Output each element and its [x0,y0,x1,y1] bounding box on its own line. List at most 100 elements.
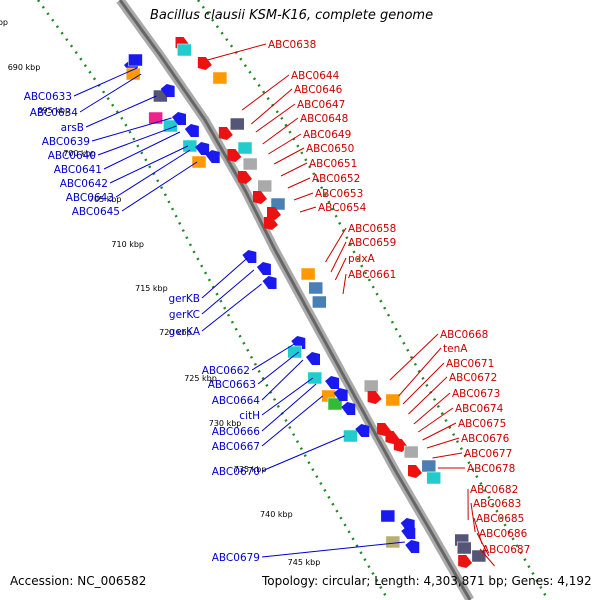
leader-line-right [402,362,445,405]
leader-line-left [261,359,304,401]
leader-line-left [261,541,405,558]
leader-line-left [121,161,198,212]
leader-line-right [389,333,439,381]
gene-block [421,459,437,473]
gene-label-left: ABC0664 [212,395,261,407]
gene-arrow [197,57,212,70]
gene-arrow [184,124,199,137]
gene-label-right: ABC0652 [312,173,360,185]
leader-line-left [103,131,181,170]
gene-label-left: gerKC [169,309,200,321]
leader-line-right [432,452,463,459]
gene-arrow [253,191,267,204]
gene-arrow [458,555,473,568]
kbp-tick-label: 685 kbp [0,18,8,27]
leader-line-right [255,103,296,133]
gene-arrow [205,150,220,163]
leader-line-right [273,147,305,165]
gene-arrow [333,388,348,401]
kbp-tick-label: 720 kbp [159,328,192,337]
leader-line-right [334,257,347,281]
gene-label-left: ABC0641 [54,164,102,176]
gene-arrow [405,540,420,553]
leader-line-left [73,67,138,97]
leader-line-left [97,125,177,156]
gene-label-right: ABC0676 [461,433,510,445]
gene-label-right: ABC0659 [348,237,396,249]
leader-line-right [479,548,495,567]
leader-line-left [201,283,262,332]
gene-block [457,541,472,555]
genome-backbone-core [118,0,472,600]
gene-label-right: ABC0673 [452,388,500,400]
leader-line-right [398,347,442,397]
gene-arrow [256,262,271,275]
gene-block [385,535,401,549]
gene-label-right: ABC0638 [268,39,316,51]
gene-block [307,371,323,385]
gene-block [242,157,258,171]
gene-label-left: ABC0670 [212,466,260,478]
gene-label-left: gerKA [169,326,201,338]
leader-line-left [79,73,142,113]
leader-line-right [262,117,299,145]
gene-label-right: ABC0678 [467,463,515,475]
leader-line-right [476,532,490,557]
leader-line-right [342,273,347,295]
gene-label-right: ABC0685 [476,513,524,525]
leader-line-left [109,145,189,184]
leader-line-right [268,133,302,155]
gene-arrow [218,127,233,140]
leader-line-right [250,88,293,125]
leader-line-right [408,376,448,415]
gene-label-right: ABC0686 [479,528,528,540]
gene-arrow [264,217,278,230]
gene-label-right: ABC0648 [300,113,348,125]
gene-arrow [401,526,416,539]
leader-line-right [413,392,451,425]
leader-line-right [207,43,267,61]
gene-label-right: ABC0683 [473,498,521,510]
gene-label-right: ABC0672 [449,372,497,384]
gene-label-left: ABC0634 [30,107,79,119]
accession-text: Accession: NC_006582 [10,574,147,588]
kbp-tick-label: 715 kbp [135,284,168,293]
gene-block [212,71,228,85]
gene-label-left: ABC0679 [212,552,260,564]
gene-label-right: ABC0646 [294,84,343,96]
gene-label-right: pdxA [348,253,376,265]
leader-line-left [115,149,191,198]
gene-label-left: ABC0666 [212,426,261,438]
leader-line-left [85,95,157,128]
gene-label-right: ABC0668 [440,329,488,341]
gene-block [300,267,316,281]
gene-label-right: ABC0654 [318,202,367,214]
gene-label-right: ABC0651 [309,158,357,170]
gene-label-right: ABC0649 [303,129,351,141]
kbp-tick-label: 690 kbp [8,63,41,72]
gene-label-right: ABC0674 [455,403,504,415]
leader-line-left [201,269,255,315]
leader-line-left [261,395,323,447]
gene-label-right: ABC0687 [482,544,530,556]
gene-label-left: ABC0640 [48,150,96,162]
leader-line-left [261,377,314,416]
genome-title: Bacillus clausii KSM-K16, complete genom… [150,8,434,23]
gene-label-left: ABC0643 [66,192,114,204]
gene-arrow [325,376,340,389]
gene-label-left: ABC0667 [212,441,260,453]
leader-line-left [257,351,299,385]
kbp-tick-label: 730 kbp [209,419,242,428]
leader-line-left [91,117,172,142]
kbp-tick-label: 740 kbp [260,510,293,519]
gene-label-left: ABC0642 [60,178,108,190]
gene-block [312,295,327,309]
gene-label-left: ABC0662 [202,365,250,377]
gene-label-left: citH [239,410,260,422]
gene-block [148,111,163,125]
gene-block [191,155,207,169]
leader-line-left [261,435,345,472]
gene-label-left: gerKB [168,293,200,305]
